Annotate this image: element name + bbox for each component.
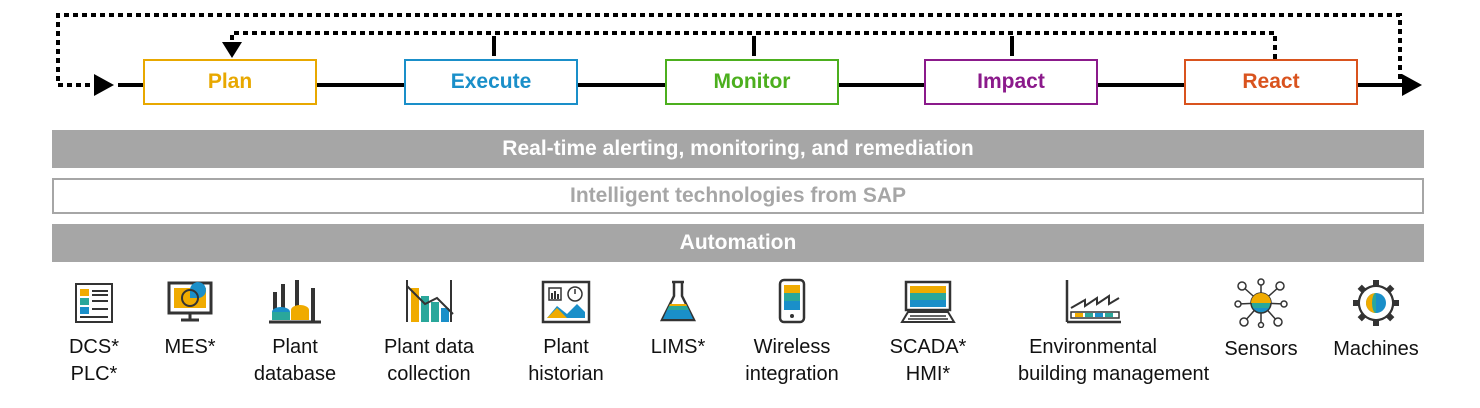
step-impact-label: Impact [977,70,1045,93]
system-label-line1: MES* [164,336,216,358]
system-label-line2: PLC* [70,363,118,385]
system-label-line1: Wireless [753,336,831,358]
system-label-line1: DCS* [68,336,119,358]
automation-layer-bar: Automation [52,224,1424,262]
system-label-line2: collection [387,363,471,385]
system-lims: LIMS* [603,278,753,361]
step-impact: Impact [924,59,1098,105]
step-execute-label: Execute [450,70,532,93]
step-react-label: React [1242,70,1300,93]
system-environmental-building-management: Environmental building management [1018,278,1210,388]
system-label-line2: historian [528,363,604,385]
step-monitor-label: Monitor [713,70,791,93]
lab-flask-icon [659,280,697,322]
system-mes: MES* [115,278,265,361]
loop-arrow [94,74,114,96]
factory-icon [269,280,321,324]
system-label-line1: SCADA* [889,336,967,358]
step-execute: Execute [404,59,578,105]
intelligent-layer-label: Intelligent technologies from SAP [569,184,907,207]
automation-layer-label: Automation [679,231,797,254]
plan-arrow [222,42,242,58]
system-wireless-integration: Wireless integration [717,278,867,388]
system-plant-historian: Plant historian [491,278,641,388]
system-label-line1: Plant data [383,336,475,358]
system-label-line2: HMI* [905,363,951,385]
inner-feedback-loop [230,31,1277,59]
step-plan-label: Plan [207,70,253,93]
step-react: React [1184,59,1358,105]
sensor-network-icon [1234,278,1288,328]
system-dcs-plc: DCS* PLC* [19,278,169,388]
step-plan: Plan [143,59,317,105]
system-label-line1: Plant [272,336,318,358]
system-plant-data-collection: Plant data collection [354,278,504,388]
bar-chart-icon [406,280,454,322]
gear-icon [1353,280,1399,326]
system-machines: Machines [1301,278,1451,363]
alerting-layer-label: Real-time alerting, monitoring, and reme… [502,137,974,160]
system-label-line2: integration [745,363,839,385]
system-label-line2: building management [1018,363,1210,385]
system-sensors: Sensors [1186,278,1336,363]
system-label-line1: Machines [1333,338,1419,360]
monitor-chart-icon [167,281,213,322]
step-monitor: Monitor [665,59,839,105]
system-label-line1: Sensors [1224,338,1298,360]
system-plant-database: Plant database [220,278,370,388]
system-label-line1: Environmental [1029,336,1157,358]
system-label-line1: Plant [543,336,589,358]
workstation-icon [900,280,956,323]
system-scada-hmi: SCADA* HMI* [853,278,1003,388]
end-arrow [1402,74,1422,96]
intelligent-layer-bar: Intelligent technologies from SAP [52,178,1424,214]
mobile-phone-icon [778,278,806,324]
system-label-line1: LIMS* [650,336,706,358]
alerting-layer-bar: Real-time alerting, monitoring, and reme… [52,130,1424,168]
dashboard-icon [541,280,591,324]
system-label-line2: database [253,363,337,385]
document-list-icon [75,283,113,323]
building-icon [1065,280,1121,324]
